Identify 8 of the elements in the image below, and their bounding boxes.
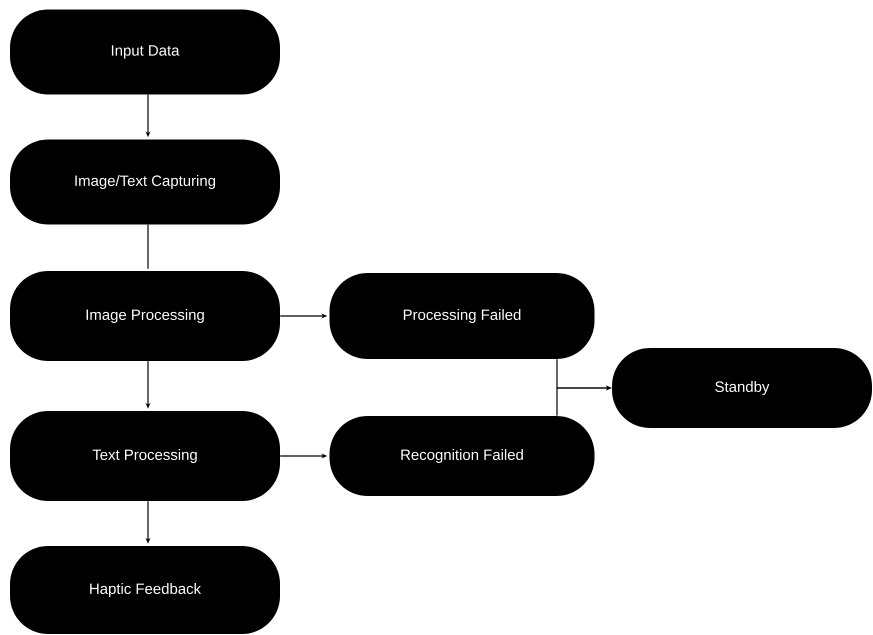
process-box: Haptic Feedback <box>10 546 280 634</box>
process-box: Text Processing <box>10 411 280 501</box>
process-box: Recognition Failed <box>330 416 594 496</box>
process-box: Image/Text Capturing <box>10 140 280 224</box>
process-box: Standby <box>612 348 872 428</box>
process-box: Processing Failed <box>330 273 594 359</box>
process-box: Input Data <box>10 10 280 94</box>
process-box: Image Processing <box>10 271 280 361</box>
